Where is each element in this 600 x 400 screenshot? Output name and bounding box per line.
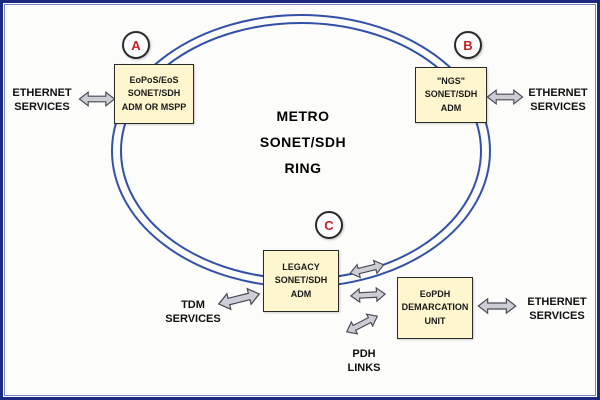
label-ethernet-left-line1: ETHERNET <box>12 87 72 99</box>
eopdh-line2: DEMARCATION <box>401 302 469 313</box>
diagram-canvas <box>78 14 524 339</box>
label-pdh-line1: PDH <box>352 348 376 360</box>
arrow-pdh-link-3 <box>343 309 381 339</box>
eopdh-line3: UNIT <box>424 315 446 326</box>
label-tdm-line2: SERVICES <box>165 313 221 326</box>
node-b-badge-letter: B <box>463 37 473 53</box>
arrow-ethernet-to-node-a <box>78 91 116 107</box>
label-ethernet-right-bottom-line1: ETHERNET <box>527 296 587 308</box>
ring-title-line2: SONET/SDH <box>259 134 347 150</box>
node-c-line2: SONET/SDH <box>274 275 328 286</box>
node-c-line1: LEGACY <box>282 262 320 273</box>
node-c-line3: ADM <box>290 288 312 299</box>
node-c-badge-letter: C <box>324 217 334 233</box>
ring-title-line3: RING <box>284 160 322 176</box>
node-c-badge: C <box>315 211 343 239</box>
label-ethernet-services-right-top: ETHERNET SERVICES <box>523 86 593 115</box>
node-b-line1: "NGS" <box>436 76 466 87</box>
label-ethernet-services-right-bottom: ETHERNET SERVICES <box>521 295 593 324</box>
node-a-line2: SONET/SDH <box>127 88 181 99</box>
arrow-pdh-link-1 <box>348 257 386 281</box>
label-pdh-links: PDH LINKS <box>331 347 397 376</box>
label-tdm-line1: TDM <box>181 299 205 311</box>
node-a-box: EoPoS/EoS SONET/SDH ADM OR MSPP <box>114 64 194 124</box>
eopdh-demarcation-box: EoPDH DEMARCATION UNIT <box>397 277 473 339</box>
node-b-line3: ADM <box>440 102 462 113</box>
node-b-box: "NGS" SONET/SDH ADM <box>415 67 487 123</box>
arrow-node-b-to-ethernet <box>486 89 524 105</box>
ring-title-line1: METRO <box>276 108 330 124</box>
label-ethernet-left-line2: SERVICES <box>14 101 70 114</box>
label-ethernet-right-bottom-line2: SERVICES <box>529 310 585 323</box>
arrow-pdh-link-2 <box>349 286 387 304</box>
label-pdh-line2: LINKS <box>347 362 381 375</box>
node-b-badge: B <box>454 31 482 59</box>
eopdh-line1: EoPDH <box>419 289 451 300</box>
node-a-line3: ADM OR MSPP <box>121 101 187 112</box>
node-b-line2: SONET/SDH <box>424 89 478 100</box>
node-c-box: LEGACY SONET/SDH ADM <box>263 250 339 312</box>
arrow-eopdh-to-ethernet <box>477 298 517 314</box>
node-a-badge: A <box>122 31 150 59</box>
ring-title: METRO SONET/SDH RING <box>231 103 375 181</box>
node-a-line1: EoPoS/EoS <box>129 75 179 86</box>
label-ethernet-services-left: ETHERNET SERVICES <box>7 86 77 115</box>
label-ethernet-right-top-line2: SERVICES <box>530 101 586 114</box>
label-ethernet-right-top-line1: ETHERNET <box>528 87 588 99</box>
node-a-badge-letter: A <box>131 37 141 53</box>
label-tdm-services: TDM SERVICES <box>158 298 228 327</box>
